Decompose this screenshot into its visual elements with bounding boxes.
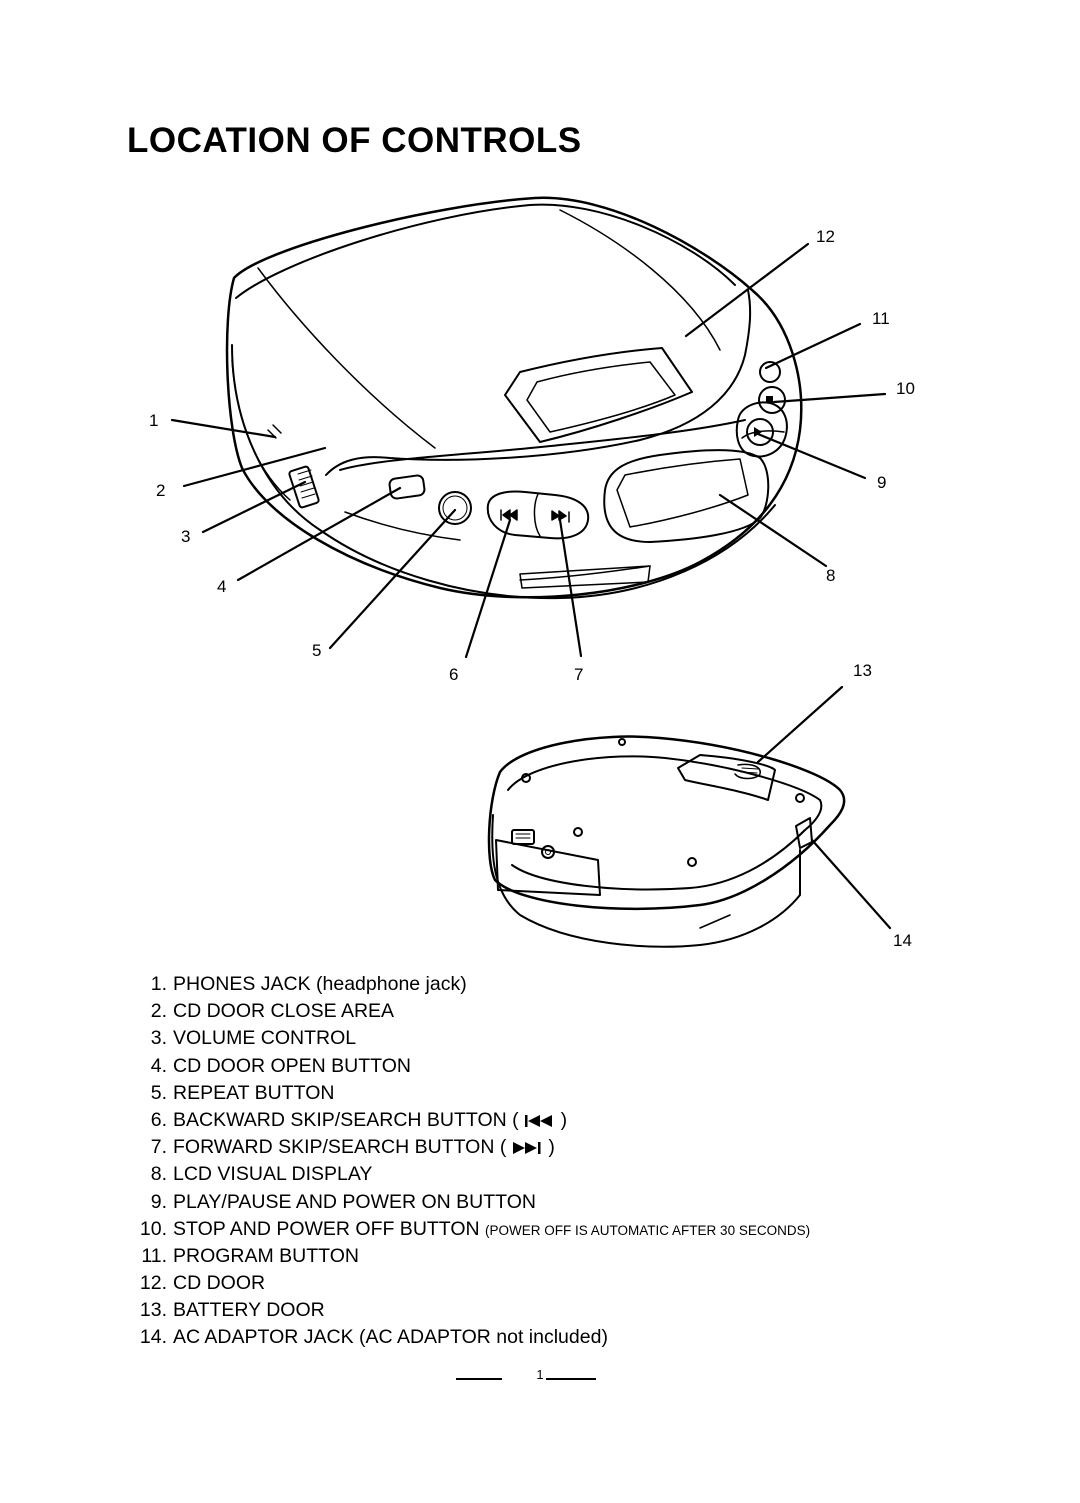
- cd-player-diagram: 1 2 3 4 5 6 7 8 9 10 11 12 13 14: [149, 196, 915, 950]
- callout-1: 1: [149, 411, 158, 430]
- legend-item: 12.CD DOOR: [139, 1272, 266, 1295]
- callout-labels: 1 2 3 4 5 6 7 8 9 10 11 12 13 14: [149, 227, 915, 950]
- legend-note: (POWER OFF IS AUTOMATIC AFTER 30 SECONDS…: [485, 1222, 811, 1238]
- legend-item: 10.STOP AND POWER OFF BUTTON (POWER OFF …: [139, 1217, 811, 1240]
- legend-item: 7.FORWARD SKIP/SEARCH BUTTON (): [150, 1136, 555, 1159]
- skip-backward-icon: [524, 1114, 552, 1127]
- leader-lines: [170, 242, 892, 930]
- legend-item: 9.PLAY/PAUSE AND POWER ON BUTTON: [150, 1190, 536, 1213]
- callout-6: 6: [449, 665, 458, 684]
- callout-13: 13: [853, 661, 872, 680]
- legend-item: 5.REPEAT BUTTON: [150, 1081, 335, 1104]
- legend-item: 14.AC ADAPTOR JACK (AC ADAPTOR not inclu…: [139, 1326, 608, 1349]
- legend-item: 13.BATTERY DOOR: [139, 1299, 325, 1322]
- legend-item: 4.CD DOOR OPEN BUTTON: [150, 1054, 411, 1077]
- skip-forward-icon: [513, 1141, 541, 1154]
- controls-legend: 1.PHONES JACK (headphone jack) 2.CD DOOR…: [127, 971, 810, 1352]
- legend-item: 8.LCD VISUAL DISPLAY: [150, 1163, 373, 1186]
- callout-10: 10: [896, 379, 915, 398]
- callout-9: 9: [877, 473, 886, 492]
- legend-item: 2.CD DOOR CLOSE AREA: [150, 1000, 395, 1023]
- cd-player-top-view: [225, 196, 803, 600]
- callout-7: 7: [574, 665, 583, 684]
- callout-4: 4: [217, 577, 226, 596]
- legend-item: 1.PHONES JACK (headphone jack): [150, 973, 467, 995]
- callout-12: 12: [816, 227, 835, 246]
- cd-player-bottom-view: [487, 735, 846, 948]
- page-number-rule-right: [546, 1378, 596, 1380]
- page-title: LOCATION OF CONTROLS: [127, 121, 582, 160]
- legend-item: 11.PROGRAM BUTTON: [141, 1244, 359, 1267]
- page-number: 1: [536, 1367, 544, 1382]
- callout-14: 14: [893, 931, 912, 950]
- legend-item: 3.VOLUME CONTROL: [150, 1027, 357, 1050]
- callout-11: 11: [872, 309, 890, 328]
- callout-8: 8: [826, 566, 835, 585]
- page-number-rule-left: [456, 1378, 502, 1380]
- callout-3: 3: [181, 527, 190, 546]
- callout-5: 5: [312, 641, 321, 660]
- callout-2: 2: [156, 481, 165, 500]
- legend-item: 6.BACKWARD SKIP/SEARCH BUTTON (): [150, 1108, 568, 1131]
